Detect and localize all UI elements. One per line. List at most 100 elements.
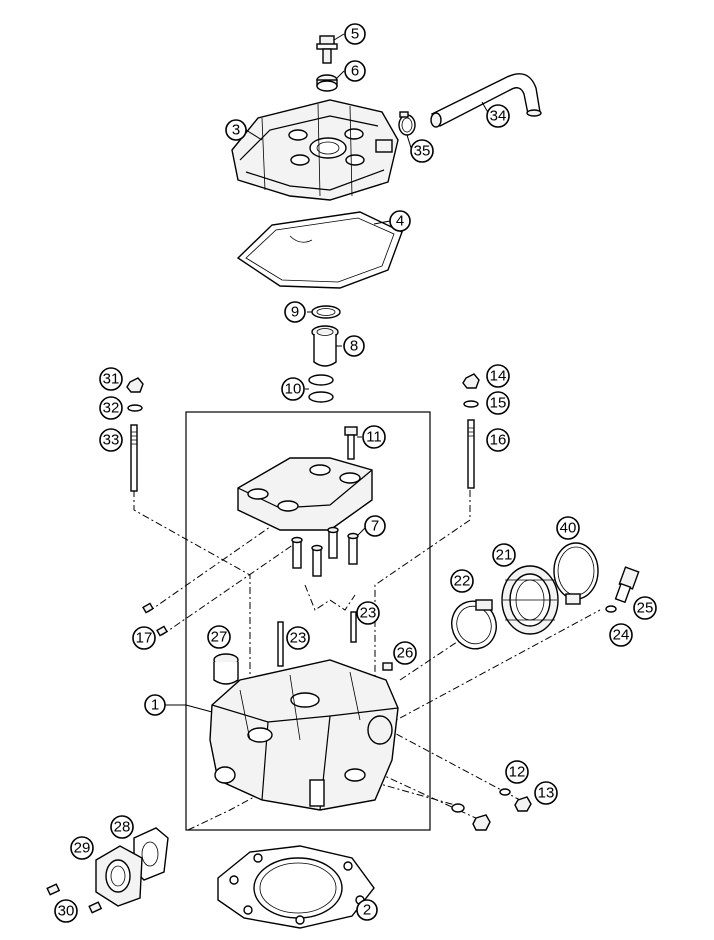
valve-cover-part bbox=[231, 99, 399, 201]
callout-31: 31 bbox=[99, 367, 123, 391]
valve-guides-part bbox=[291, 526, 359, 577]
small-bolts-part bbox=[142, 602, 168, 637]
small-screw-part bbox=[472, 814, 491, 831]
callout-40: 40 bbox=[556, 516, 580, 540]
callout-5: 5 bbox=[344, 23, 366, 45]
intake-flange-part bbox=[501, 565, 559, 635]
svg-text:5: 5 bbox=[351, 26, 359, 43]
svg-text:29: 29 bbox=[74, 840, 91, 857]
svg-text:2: 2 bbox=[363, 902, 371, 919]
drain-screw-part bbox=[514, 796, 532, 812]
callout-35: 35 bbox=[410, 139, 434, 163]
callout-34: 34 bbox=[486, 104, 510, 128]
cam-bolt-part bbox=[344, 426, 358, 460]
callout-4: 4 bbox=[389, 210, 411, 232]
left-stud-parts bbox=[126, 377, 144, 492]
leader-lines bbox=[165, 33, 491, 713]
svg-text:25: 25 bbox=[637, 600, 654, 617]
svg-text:8: 8 bbox=[350, 338, 358, 355]
svg-text:14: 14 bbox=[490, 368, 507, 385]
svg-text:23: 23 bbox=[290, 630, 307, 647]
callout-2: 2 bbox=[356, 899, 378, 921]
callout-23-left: 23 bbox=[286, 626, 310, 650]
callout-22: 22 bbox=[450, 569, 474, 593]
callout-32: 32 bbox=[99, 396, 123, 420]
callout-13: 13 bbox=[534, 781, 558, 805]
screw-plug-part bbox=[382, 662, 393, 671]
flange-clamp-part bbox=[553, 542, 599, 605]
cylinder-head-part bbox=[209, 659, 399, 811]
callout-16: 16 bbox=[486, 428, 510, 452]
callout-33: 33 bbox=[99, 428, 123, 452]
svg-text:9: 9 bbox=[291, 304, 299, 321]
exhaust-gasket-part bbox=[133, 827, 169, 881]
callout-10: 10 bbox=[281, 377, 305, 401]
o-rings-part bbox=[308, 374, 334, 403]
callout-14: 14 bbox=[486, 364, 510, 388]
svg-text:22: 22 bbox=[454, 573, 471, 590]
sealing-ring-part bbox=[499, 788, 511, 796]
spark-plug-tube-part bbox=[311, 325, 339, 367]
callout-24: 24 bbox=[609, 623, 633, 647]
hose-clamp-part bbox=[398, 111, 416, 136]
svg-text:13: 13 bbox=[538, 785, 555, 802]
svg-text:21: 21 bbox=[496, 547, 513, 564]
svg-text:35: 35 bbox=[414, 143, 431, 160]
svg-text:6: 6 bbox=[351, 63, 359, 80]
svg-text:10: 10 bbox=[285, 381, 302, 398]
callout-11: 11 bbox=[362, 425, 386, 449]
callout-29: 29 bbox=[70, 836, 94, 860]
svg-text:27: 27 bbox=[211, 629, 228, 646]
bolt-part bbox=[316, 35, 338, 64]
svg-text:4: 4 bbox=[396, 213, 404, 230]
svg-text:3: 3 bbox=[232, 122, 240, 139]
svg-text:23: 23 bbox=[360, 605, 377, 622]
dowel-pin-left bbox=[277, 621, 284, 667]
svg-text:31: 31 bbox=[103, 371, 120, 388]
callout-6: 6 bbox=[344, 60, 366, 82]
svg-text:7: 7 bbox=[371, 518, 379, 535]
svg-text:16: 16 bbox=[490, 432, 507, 449]
svg-text:26: 26 bbox=[397, 645, 414, 662]
callout-26: 26 bbox=[393, 641, 417, 665]
callout-28: 28 bbox=[110, 815, 134, 839]
callout-3: 3 bbox=[225, 119, 247, 141]
svg-text:34: 34 bbox=[490, 108, 507, 125]
callout-1: 1 bbox=[144, 694, 166, 716]
exhaust-flange-part bbox=[95, 845, 143, 907]
svg-text:40: 40 bbox=[560, 520, 577, 537]
svg-text:11: 11 bbox=[366, 429, 382, 446]
callout-9: 9 bbox=[284, 301, 306, 323]
dowel-pin-right bbox=[350, 611, 357, 643]
callout-25: 25 bbox=[633, 596, 657, 620]
callout-27: 27 bbox=[207, 625, 231, 649]
callout-23-right: 23 bbox=[356, 601, 380, 625]
svg-text:17: 17 bbox=[136, 630, 153, 647]
temperature-sensor-part bbox=[614, 566, 640, 604]
svg-text:32: 32 bbox=[103, 400, 120, 417]
callout-21: 21 bbox=[492, 543, 516, 567]
svg-text:33: 33 bbox=[103, 432, 120, 449]
callout-17: 17 bbox=[132, 626, 156, 650]
head-gasket-part bbox=[217, 845, 375, 929]
coolant-fitting-part bbox=[213, 653, 239, 685]
intake-clamp-part bbox=[451, 599, 497, 650]
svg-text:30: 30 bbox=[58, 903, 75, 920]
assembly-lines bbox=[133, 490, 601, 831]
svg-text:15: 15 bbox=[490, 395, 507, 412]
sensor-seal-part bbox=[605, 605, 617, 613]
seal-ring-part bbox=[311, 305, 341, 319]
camshaft-bridge-part bbox=[237, 457, 373, 531]
valve-cover-gasket-part bbox=[236, 211, 403, 289]
svg-text:1: 1 bbox=[151, 697, 159, 714]
right-stud-parts bbox=[462, 373, 480, 489]
callout-12: 12 bbox=[505, 760, 529, 784]
cylinder-head-group-frame bbox=[185, 411, 431, 831]
washer-part bbox=[316, 74, 338, 92]
callout-15: 15 bbox=[486, 391, 510, 415]
breather-hose-part bbox=[430, 73, 542, 128]
callout-8: 8 bbox=[343, 335, 365, 357]
svg-text:24: 24 bbox=[613, 627, 630, 644]
callout-7: 7 bbox=[364, 515, 386, 537]
